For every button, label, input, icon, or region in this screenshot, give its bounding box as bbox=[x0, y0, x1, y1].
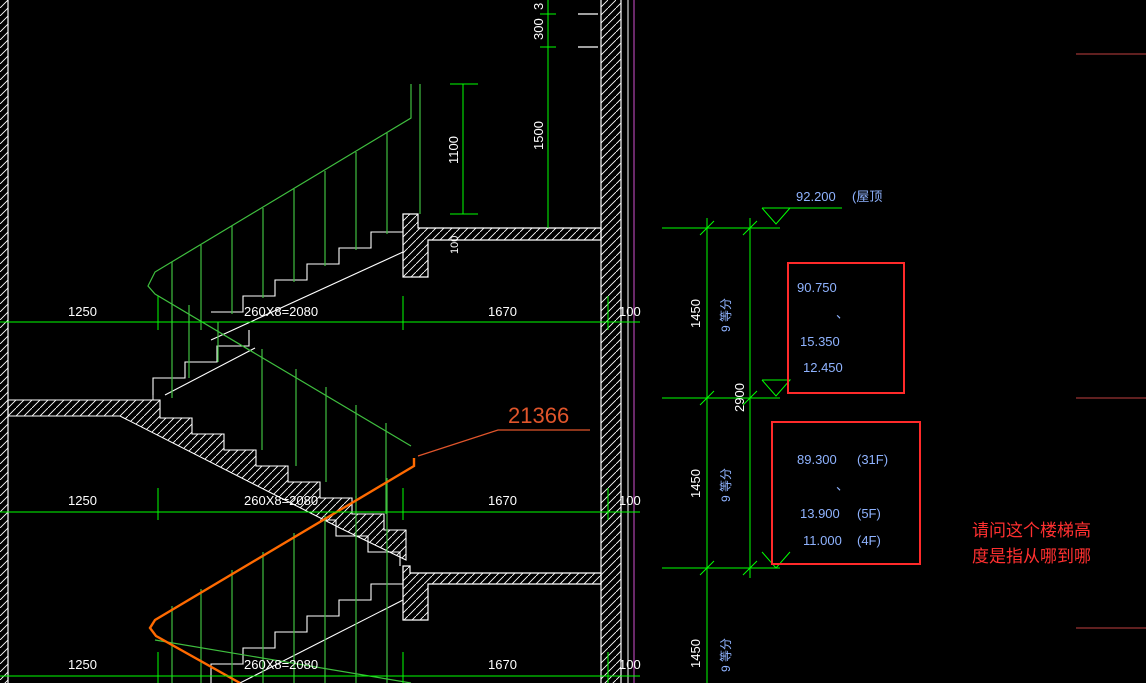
dim-1500: 1500 bbox=[531, 121, 546, 150]
stair-flight-middle bbox=[152, 330, 256, 396]
dim-3: 3 bbox=[531, 3, 546, 10]
lower-floor-1: (31F) bbox=[857, 452, 888, 467]
middle-landing-slab bbox=[7, 395, 407, 561]
right-edge-marks bbox=[1076, 53, 1146, 629]
dim-1100: 1100 bbox=[446, 136, 461, 164]
lower-elev-1: 89.300 bbox=[797, 452, 837, 467]
dim-100-top: 100 bbox=[449, 236, 461, 254]
dim-2900: 2900 bbox=[732, 383, 747, 412]
lower-floor-3: (5F) bbox=[857, 506, 881, 521]
dim-100-3: 100 bbox=[619, 657, 641, 672]
dim-run-1: 260X8=2080 bbox=[244, 304, 318, 319]
leader-line bbox=[417, 429, 590, 457]
dim-run-3: 260X8=2080 bbox=[244, 657, 318, 672]
dim-9equal-2: 9 等分 bbox=[719, 468, 733, 502]
question-line-1: 请问这个楼梯高 bbox=[972, 521, 1091, 541]
upper-elev-3: 15.350 bbox=[800, 334, 840, 349]
leader-label: 21366 bbox=[508, 403, 569, 428]
elevation-markers bbox=[761, 207, 792, 569]
dim-9equal-1: 9 等分 bbox=[719, 298, 733, 332]
dim-1670-2: 1670 bbox=[488, 493, 517, 508]
dim-300: 300 bbox=[531, 18, 546, 40]
dimension-lines bbox=[0, 0, 842, 683]
dim-1250-2: 1250 bbox=[68, 493, 97, 508]
roof-elevation: 92.200 bbox=[796, 189, 836, 204]
dim-1250-3: 1250 bbox=[68, 657, 97, 672]
lower-elev-2: 、 bbox=[836, 478, 849, 493]
upper-elev-1: 90.750 bbox=[797, 280, 837, 295]
dim-1670-1: 1670 bbox=[488, 304, 517, 319]
lower-landing-slab bbox=[402, 565, 602, 621]
stair-flight-lower bbox=[210, 519, 404, 683]
railing-lower bbox=[154, 478, 412, 683]
right-wall bbox=[600, 0, 635, 683]
stair-flight-upper bbox=[210, 214, 404, 341]
railing-upper bbox=[147, 84, 421, 514]
dim-1450-2: 1450 bbox=[688, 469, 703, 498]
highlight-box-upper bbox=[787, 262, 905, 394]
top-landing-slab bbox=[402, 213, 602, 278]
upper-elev-4: 12.450 bbox=[803, 360, 843, 375]
lower-floor-4: (4F) bbox=[857, 533, 881, 548]
dim-1670-3: 1670 bbox=[488, 657, 517, 672]
dim-9equal-3: 9 等分 bbox=[719, 638, 733, 672]
lower-elev-3: 13.900 bbox=[800, 506, 840, 521]
lower-elev-4: 11.000 bbox=[803, 533, 842, 548]
roof-note: (屋顶 bbox=[852, 189, 882, 204]
upper-elev-2: 、 bbox=[836, 306, 849, 321]
dim-1450-1: 1450 bbox=[688, 299, 703, 328]
question-annotation: 请问这个楼梯高 度是指从哪到哪 bbox=[972, 518, 1142, 570]
dim-1450-3: 1450 bbox=[688, 639, 703, 668]
question-line-2: 度是指从哪到哪 bbox=[972, 547, 1091, 567]
highlight-box-lower bbox=[771, 421, 921, 565]
highlighted-railing bbox=[148, 458, 416, 683]
dim-run-2: 260X8=2080 bbox=[244, 493, 318, 508]
dim-1250-1: 1250 bbox=[68, 304, 97, 319]
top-marks bbox=[578, 13, 598, 48]
left-wall bbox=[0, 0, 9, 683]
dim-100-2: 100 bbox=[619, 493, 641, 508]
dim-100-1: 100 bbox=[619, 304, 641, 319]
